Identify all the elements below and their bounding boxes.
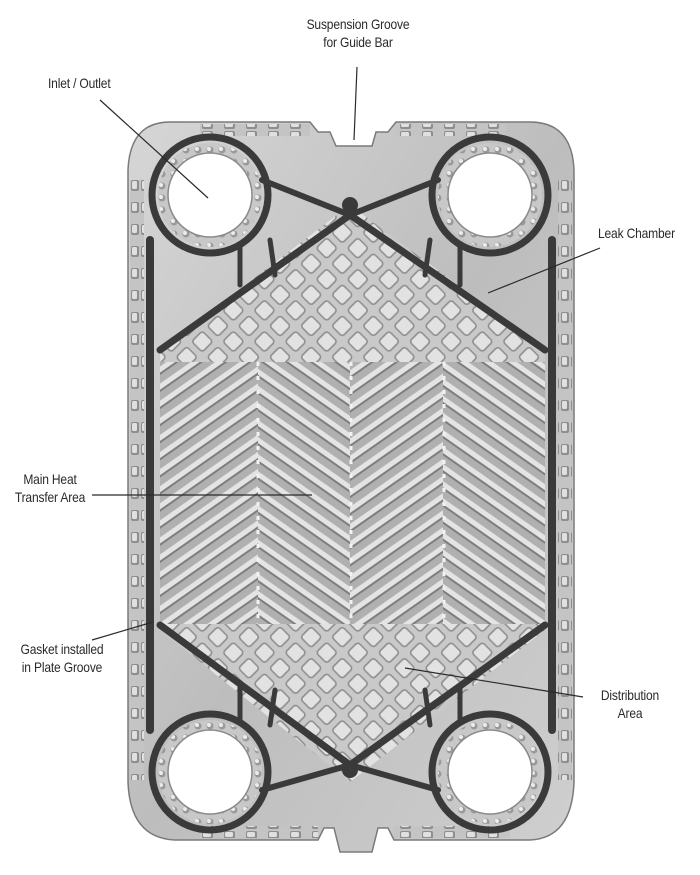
gasket	[146, 133, 556, 834]
leader-suspension-groove	[353, 66, 358, 141]
label-gasket: Gasket installed in Plate Groove	[20, 641, 104, 675]
port-bottom-left	[167, 729, 253, 815]
leader-lines	[91, 66, 601, 698]
leader-gasket	[91, 621, 154, 641]
leader-distribution	[404, 667, 584, 698]
leader-inlet-outlet	[99, 99, 209, 199]
label-distribution-area: Distribution Area	[600, 687, 660, 721]
distribution-area-top	[160, 205, 545, 365]
port-top-left	[167, 152, 253, 238]
distribution-area-bottom	[160, 620, 545, 782]
label-inlet-outlet: Inlet / Outlet	[48, 75, 111, 91]
ports	[167, 152, 533, 815]
leader-leak-chamber	[487, 247, 601, 294]
main-heat-transfer-area-pattern	[160, 362, 545, 624]
port-bottom-right	[447, 729, 533, 815]
label-leak-chamber: Leak Chamber	[598, 225, 675, 241]
port-top-right	[447, 152, 533, 238]
label-suspension-groove: Suspension Groove for Guide Bar	[306, 16, 410, 50]
label-main-heat-transfer-area: Main Heat Transfer Area	[14, 471, 86, 505]
